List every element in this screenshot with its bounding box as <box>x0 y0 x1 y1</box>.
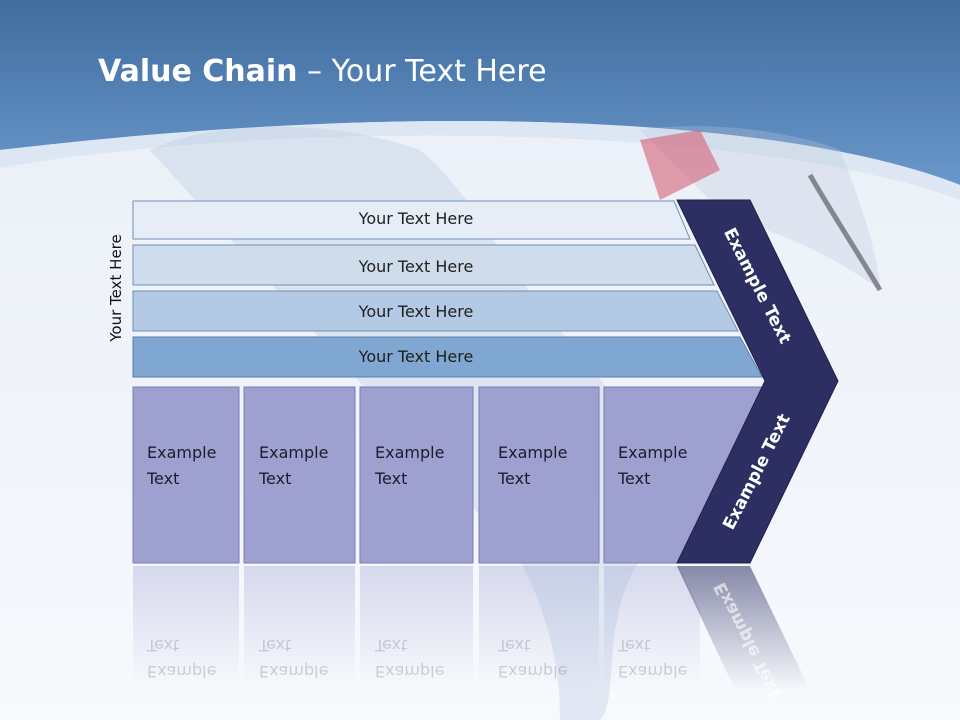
bar-3-label: Your Text Here <box>358 302 474 321</box>
cell-2-line1: Example <box>259 443 329 462</box>
cell-4-line1: Example <box>498 443 568 462</box>
side-label: Your Text Here <box>107 234 125 342</box>
cell-5-reflect-text: Example Text <box>618 632 718 684</box>
cell-3-line1: Example <box>375 443 445 462</box>
cell-1-line2: Text <box>147 469 180 488</box>
cell-4-line2: Text <box>498 469 531 488</box>
cell-5-line1: Example <box>618 443 688 462</box>
cell-2-reflect-text: Example Text <box>259 632 359 684</box>
cell-4-shape <box>478 386 600 564</box>
cell-5-reflection <box>604 566 700 686</box>
cell-3-reflect-line2: Text <box>375 636 408 655</box>
cell-1-reflection <box>133 566 239 686</box>
title-bold: Value Chain <box>98 54 298 89</box>
cell-5-reflect-line2: Text <box>618 636 651 655</box>
cell-2-reflect-line2: Text <box>259 636 292 655</box>
cell-2-shape <box>243 386 356 564</box>
cell-4-reflect-line1: Example <box>498 662 568 681</box>
cell-1-reflect-text: Example Text <box>147 632 247 684</box>
cell-1-reflect-line1: Example <box>147 662 217 681</box>
bar-4-shape <box>132 336 763 378</box>
cell-4-reflection <box>479 566 599 686</box>
cell-1-reflect-line2: Text <box>147 636 180 655</box>
cell-5-reflect-line1: Example <box>618 662 688 681</box>
bar-4-label: Your Text Here <box>358 347 474 366</box>
title-rest: – Your Text Here <box>297 54 547 89</box>
cell-4-reflect-text: Example Text <box>498 632 598 684</box>
chevron-shape <box>676 199 839 564</box>
chevron-reflection <box>677 566 810 690</box>
bar-1-shape <box>132 200 691 240</box>
cell-2-reflect-line1: Example <box>259 662 329 681</box>
cell-3-reflect-line1: Example <box>375 662 445 681</box>
cell-4-reflect-line2: Text <box>498 636 531 655</box>
bar-3-shape <box>132 290 739 332</box>
cell-2-reflection <box>244 566 355 686</box>
cell-3-shape <box>359 386 474 564</box>
bar-2-label: Your Text Here <box>358 257 474 276</box>
bar-1-label: Your Text Here <box>358 209 474 228</box>
cell-3-line2: Text <box>375 469 408 488</box>
cell-3-reflection <box>360 566 473 686</box>
bar-2-shape <box>132 244 715 286</box>
cell-2-line2: Text <box>259 469 292 488</box>
slide-title: Value Chain – Your Text Here <box>98 54 547 89</box>
cell-5-line2: Text <box>618 469 651 488</box>
cell-1-shape <box>132 386 240 564</box>
cell-1-line1: Example <box>147 443 217 462</box>
cell-3-reflect-text: Example Text <box>375 632 475 684</box>
